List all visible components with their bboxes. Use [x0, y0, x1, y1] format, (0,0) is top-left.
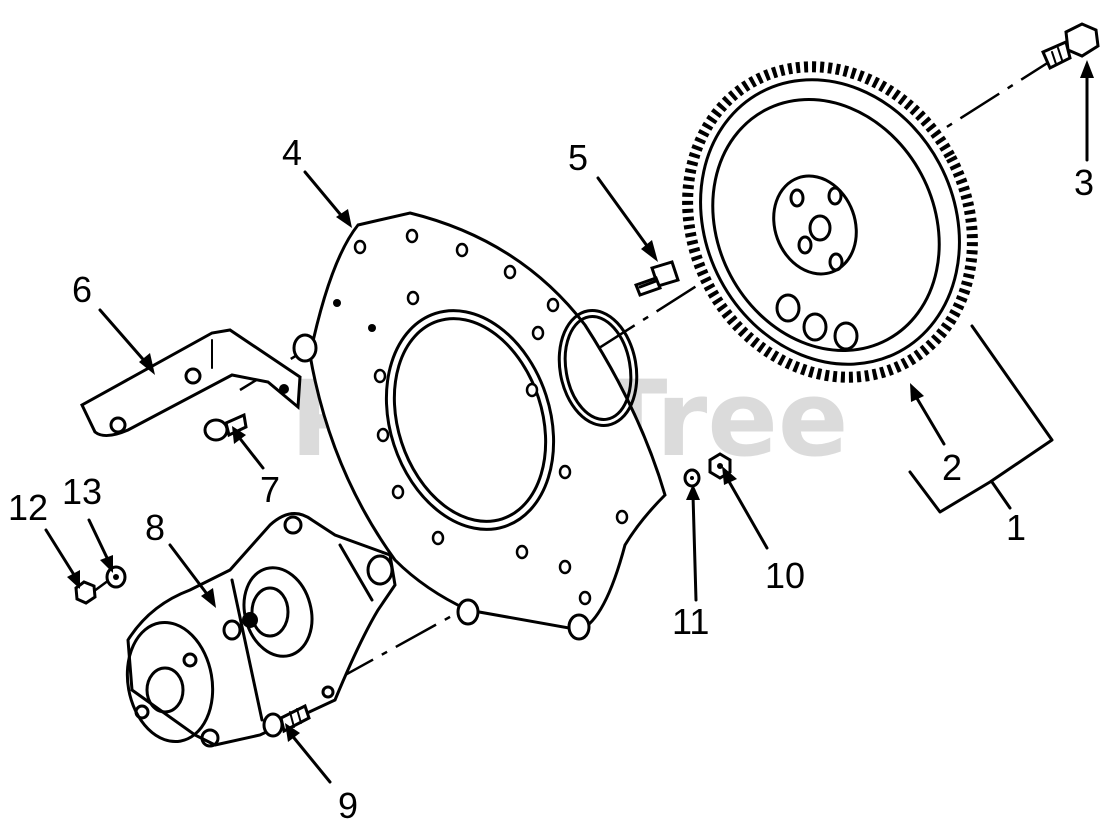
callout-11: 11: [672, 601, 709, 642]
callout-1: 1: [1006, 507, 1026, 548]
callout-5: 5: [568, 137, 588, 178]
callout-9: 9: [338, 785, 358, 826]
callout-10: 10: [765, 555, 805, 596]
starter-motor[interactable]: [118, 512, 397, 749]
callout-6: 6: [72, 269, 92, 310]
callout-7: 7: [260, 469, 280, 510]
callout-13: 13: [62, 471, 102, 512]
callout-12: 12: [8, 487, 48, 528]
bolt-5[interactable]: [634, 260, 680, 297]
callout-3: 3: [1074, 162, 1094, 203]
bolt-9[interactable]: [262, 685, 335, 738]
bracket[interactable]: [80, 328, 302, 437]
adapter-plate[interactable]: [292, 211, 667, 641]
group-bracket-1: [908, 324, 1054, 514]
callout-4: 4: [282, 132, 302, 173]
callout-labels: 1 2 3 4 5 6 7 8 9 10 11 12 13: [8, 132, 1094, 826]
bolt-3[interactable]: [1041, 22, 1100, 71]
flywheel[interactable]: [634, 16, 1026, 427]
nut-12[interactable]: [74, 580, 97, 605]
lock-washer-11[interactable]: [683, 468, 701, 488]
bolt-7[interactable]: [203, 412, 248, 442]
callout-2: 2: [942, 447, 962, 488]
callout-8: 8: [145, 507, 165, 548]
washer-13[interactable]: [105, 565, 127, 589]
leader-lines: [44, 60, 1094, 784]
